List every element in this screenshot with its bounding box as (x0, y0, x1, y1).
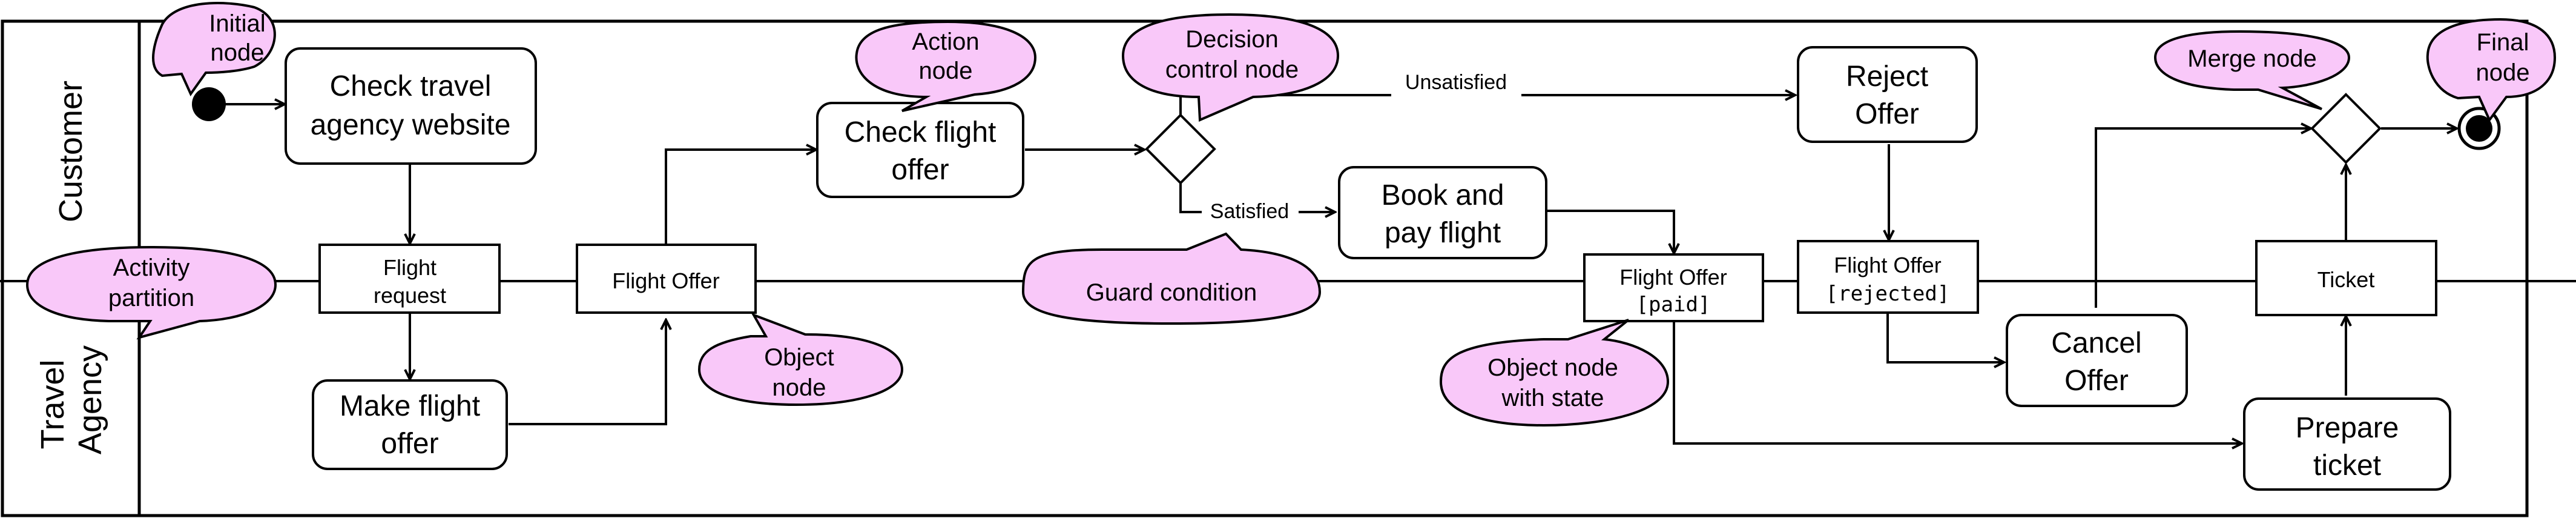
svg-text:Check travel: Check travel (330, 70, 492, 102)
action-check-flight-offer: Check flight offer (816, 102, 1024, 198)
svg-text:Offer: Offer (2064, 365, 2129, 397)
callout-activity-partition: Activity partition (25, 245, 277, 340)
svg-text:control node: control node (1165, 56, 1299, 83)
svg-text:Cancel: Cancel (2051, 327, 2141, 359)
action-cancel-offer: Cancel Offer (2006, 314, 2188, 407)
svg-text:Offer: Offer (1855, 98, 1919, 130)
callout-merge-node: Merge node (2153, 30, 2351, 110)
svg-text:ticket: ticket (2313, 450, 2381, 482)
action-reject-offer: Reject Offer (1797, 46, 1978, 143)
svg-text:Prepare: Prepare (2296, 412, 2399, 444)
guard-satisfied: Satisfied (1210, 200, 1289, 223)
action-book-and-pay-flight: Book and pay flight (1338, 166, 1547, 259)
lane-label-travel-agency: Travel Agency (35, 345, 108, 454)
callout-final-node: Final node (2426, 18, 2557, 122)
object-flight-offer-rejected: Flight Offer [rejected] (1797, 240, 1979, 314)
svg-text:Ticket: Ticket (2317, 267, 2375, 292)
svg-text:Activity: Activity (113, 254, 190, 281)
svg-text:Check flight: Check flight (845, 116, 996, 148)
svg-text:Flight Offer: Flight Offer (1619, 265, 1727, 290)
svg-text:Object node: Object node (1487, 354, 1618, 381)
svg-text:node: node (2476, 59, 2530, 86)
guard-unsatisfied: Unsatisfied (1405, 71, 1507, 94)
svg-text:Flight: Flight (383, 255, 436, 280)
initial-node (192, 87, 226, 121)
action-check-travel-agency-website: Check travel agency website (285, 47, 537, 165)
svg-text:Final: Final (2477, 29, 2529, 56)
callout-object-node-with-state: Object node with state (1439, 319, 1670, 427)
svg-text:with state: with state (1501, 385, 1604, 411)
svg-text:Reject: Reject (1846, 61, 1928, 93)
callout-object-node: Object node (697, 313, 904, 407)
svg-text:Flight Offer: Flight Offer (1834, 253, 1941, 277)
svg-text:request: request (374, 283, 446, 308)
svg-text:node: node (919, 58, 973, 84)
svg-text:[rejected]: [rejected] (1826, 282, 1950, 306)
svg-text:Guard condition: Guard condition (1086, 279, 1257, 306)
object-flight-offer-paid: Flight Offer [paid] (1583, 253, 1764, 322)
svg-text:[paid]: [paid] (1636, 293, 1711, 317)
svg-text:agency website: agency website (311, 109, 511, 141)
svg-text:Book and: Book and (1382, 179, 1504, 211)
svg-text:Flight Offer: Flight Offer (612, 268, 719, 293)
svg-text:Action: Action (912, 28, 979, 55)
callout-decision-node: Decision control node (1121, 13, 1340, 122)
svg-text:partition: partition (108, 285, 194, 311)
callout-action-node: Action node (855, 20, 1037, 112)
svg-text:Decision: Decision (1185, 26, 1278, 53)
decision-node (1145, 113, 1216, 185)
object-flight-request: Flight request (318, 244, 501, 314)
callout-initial-node: Initial node (152, 2, 276, 96)
callout-guard-condition: Guard condition (1021, 232, 1322, 325)
merge-node (2310, 93, 2382, 164)
object-ticket: Ticket (2255, 240, 2437, 316)
object-flight-offer: Flight Offer (576, 244, 757, 314)
svg-text:Merge node: Merge node (2187, 45, 2316, 72)
lane-label-customer: Customer (53, 81, 89, 222)
svg-text:pay flight: pay flight (1385, 217, 1501, 249)
svg-text:Initial: Initial (209, 10, 265, 37)
svg-text:node: node (211, 39, 265, 66)
svg-text:node: node (772, 374, 826, 401)
action-make-flight-offer: Make flight offer (312, 379, 508, 470)
action-prepare-ticket: Prepare ticket (2243, 397, 2451, 491)
svg-text:offer: offer (891, 154, 949, 186)
svg-text:offer: offer (381, 428, 438, 460)
svg-text:Object: Object (764, 344, 834, 371)
svg-text:Make flight: Make flight (340, 390, 480, 422)
